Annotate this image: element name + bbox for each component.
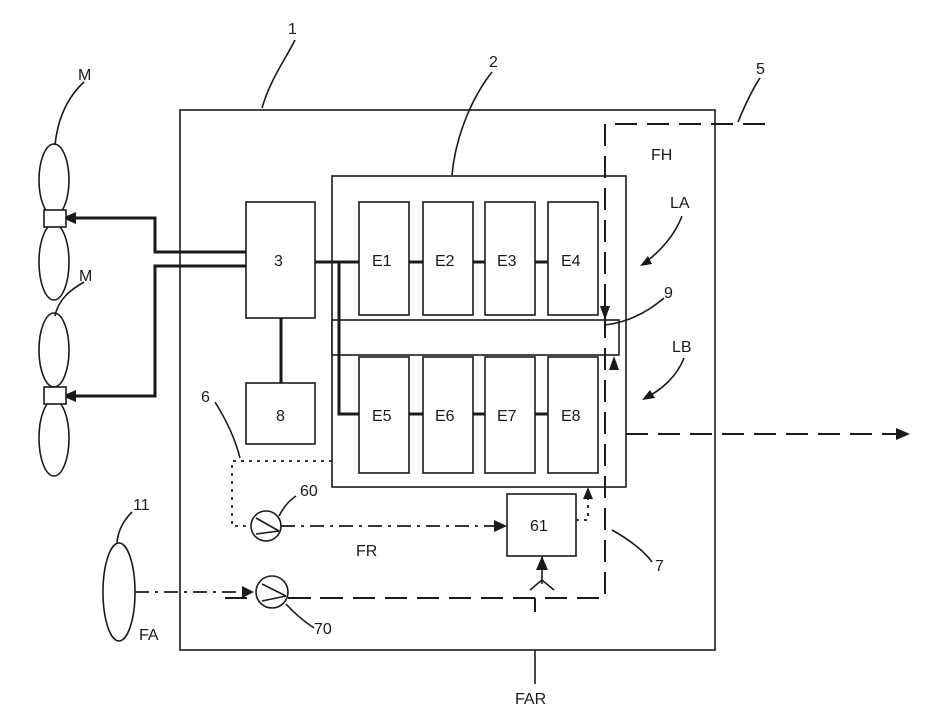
cell-label-e8: E8 xyxy=(561,408,581,425)
source-11 xyxy=(103,543,135,641)
label-far: FAR xyxy=(515,691,546,708)
label-5: 5 xyxy=(756,61,765,78)
label-fa: FA xyxy=(139,627,159,644)
label-lb: LB xyxy=(672,339,692,356)
cell-label-e7: E7 xyxy=(497,408,517,425)
label-7: 7 xyxy=(655,558,664,575)
fan-70 xyxy=(256,576,288,608)
arrow-outlet xyxy=(896,428,910,440)
motor-bottom xyxy=(39,313,69,476)
label-fh: FH xyxy=(651,147,672,164)
leader-11 xyxy=(117,512,132,543)
label-la: LA xyxy=(670,195,690,212)
leader-5 xyxy=(738,78,760,122)
leader-motor-top xyxy=(55,82,84,145)
label-2: 2 xyxy=(489,54,498,71)
cell-label-e6: E6 xyxy=(435,408,455,425)
pump-60 xyxy=(251,511,281,541)
bar-9 xyxy=(332,320,619,355)
label-motor-top: M xyxy=(78,67,91,84)
cell-label-e4: E4 xyxy=(561,253,581,270)
label-1: 1 xyxy=(288,21,297,38)
label-61: 61 xyxy=(530,518,548,535)
cell-label-e3: E3 xyxy=(497,253,517,270)
label-3: 3 xyxy=(274,253,283,270)
label-motor-bottom: M xyxy=(79,268,92,285)
label-70: 70 xyxy=(314,621,332,638)
cell-label-e2: E2 xyxy=(435,253,455,270)
motor-top xyxy=(39,144,69,300)
label-9: 9 xyxy=(664,285,673,302)
label-6: 6 xyxy=(201,389,210,406)
cell-label-e5: E5 xyxy=(372,408,392,425)
leader-1 xyxy=(262,40,295,108)
label-8: 8 xyxy=(276,408,285,425)
label-11: 11 xyxy=(133,497,150,514)
label-60: 60 xyxy=(300,483,318,500)
label-fr: FR xyxy=(356,543,377,560)
cell-label-e1: E1 xyxy=(372,253,392,270)
